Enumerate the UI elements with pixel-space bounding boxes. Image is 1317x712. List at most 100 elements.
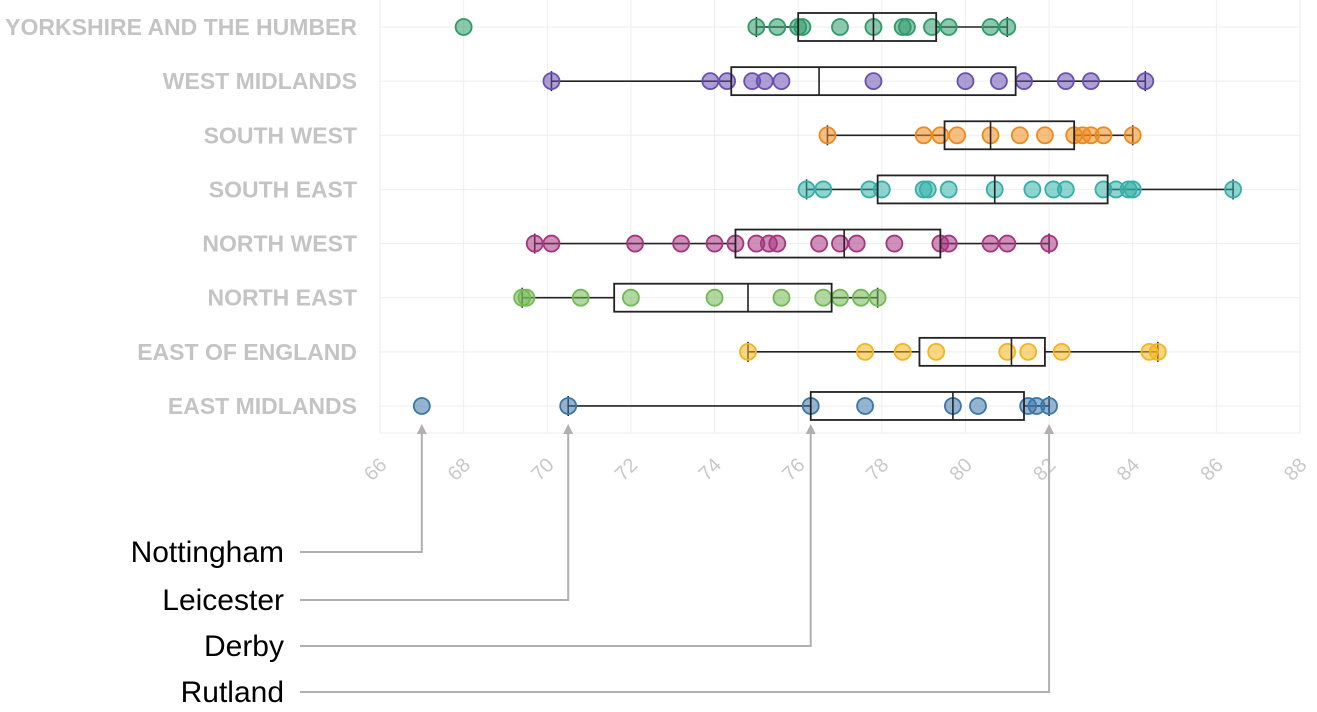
x-tick-label: 80 (946, 454, 977, 485)
data-point (898, 18, 916, 36)
data-point (772, 72, 791, 91)
data-point (622, 288, 640, 307)
data-point (864, 72, 883, 91)
data-point (872, 180, 891, 199)
series-yorkshire-and-the-humber (454, 12, 1017, 42)
callout-rutland: Rutland (181, 424, 1055, 709)
x-tick-label: 70 (527, 454, 558, 485)
data-point (981, 18, 1000, 36)
data-point (517, 288, 536, 307)
callout-label: Derby (204, 630, 284, 663)
data-point (931, 126, 950, 145)
x-tick-label: 66 (360, 454, 391, 485)
data-point (1052, 342, 1071, 361)
data-point (847, 234, 866, 253)
data-point (998, 234, 1017, 253)
interquartile-box (730, 66, 1017, 97)
series-east-midlands (412, 391, 1058, 421)
data-point (772, 288, 791, 307)
callout-connector (300, 434, 812, 647)
data-point (626, 234, 644, 253)
data-point (1123, 180, 1142, 199)
callout-derby: Derby (204, 424, 816, 663)
data-point (542, 234, 561, 253)
data-point (672, 234, 690, 253)
data-point (814, 180, 833, 199)
data-point (705, 234, 724, 253)
region-label: SOUTH EAST (209, 176, 357, 202)
data-point (818, 126, 837, 145)
region-label: YORKSHIRE AND THE HUMBER (5, 14, 357, 40)
x-tick-label: 68 (444, 454, 475, 485)
region-label: NORTH EAST (208, 285, 358, 311)
data-point (793, 18, 812, 36)
callout-leicester: Leicester (162, 424, 574, 617)
data-point (939, 234, 958, 253)
data-point (701, 72, 720, 91)
x-tick-label: 78 (862, 454, 893, 485)
data-point (939, 180, 958, 199)
data-point (998, 342, 1017, 361)
callout-connector (300, 434, 1051, 693)
data-point (768, 234, 787, 253)
x-tick-label: 74 (695, 454, 726, 485)
data-point (956, 72, 975, 91)
callout-connector (300, 434, 570, 601)
data-point (412, 397, 431, 415)
x-tick-label: 86 (1196, 454, 1227, 485)
interquartile-box (943, 120, 1076, 151)
data-point (705, 288, 724, 307)
region-label: WEST MIDLANDS (163, 68, 357, 94)
callout-arrowhead (805, 424, 816, 434)
data-point (1136, 72, 1155, 91)
gridlines (379, 0, 1301, 434)
data-point (998, 18, 1017, 36)
data-point (918, 180, 937, 199)
data-point (893, 342, 912, 361)
data-point (948, 126, 966, 145)
data-point (1224, 180, 1242, 199)
data-point (525, 234, 544, 253)
data-point (1056, 72, 1075, 91)
series-south-west (818, 120, 1142, 151)
region-label: EAST MIDLANDS (168, 393, 357, 419)
data-point (1123, 126, 1142, 145)
data-point (831, 18, 849, 36)
callout-arrowhead (563, 424, 574, 434)
series-north-west (525, 228, 1058, 259)
data-point (1094, 126, 1113, 145)
data-point (990, 72, 1008, 91)
data-point (814, 288, 833, 307)
data-point (1036, 126, 1054, 145)
data-point (1056, 180, 1075, 199)
data-point (923, 18, 941, 36)
data-point (1010, 126, 1029, 145)
region-series (412, 12, 1242, 421)
data-point (852, 288, 870, 307)
data-point (747, 18, 766, 36)
data-point (768, 18, 787, 36)
data-point (571, 288, 590, 307)
data-point (1015, 72, 1033, 91)
callout-arrowhead (416, 424, 427, 434)
data-point (831, 234, 849, 253)
data-point (856, 397, 874, 415)
callout-label: Nottingham (131, 536, 284, 569)
series-south-east (797, 174, 1242, 205)
interquartile-box (809, 391, 1025, 421)
data-point (755, 72, 774, 91)
region-label: SOUTH WEST (204, 122, 357, 148)
data-point (1019, 342, 1038, 361)
interquartile-box (613, 282, 833, 313)
series-east-of-england (739, 336, 1167, 367)
callout-nottingham: Nottingham (131, 424, 427, 569)
x-tick-label: 76 (778, 454, 809, 485)
data-point (810, 234, 828, 253)
data-point (927, 342, 946, 361)
data-point (718, 72, 736, 91)
data-point (559, 397, 578, 415)
data-point (981, 234, 1000, 253)
